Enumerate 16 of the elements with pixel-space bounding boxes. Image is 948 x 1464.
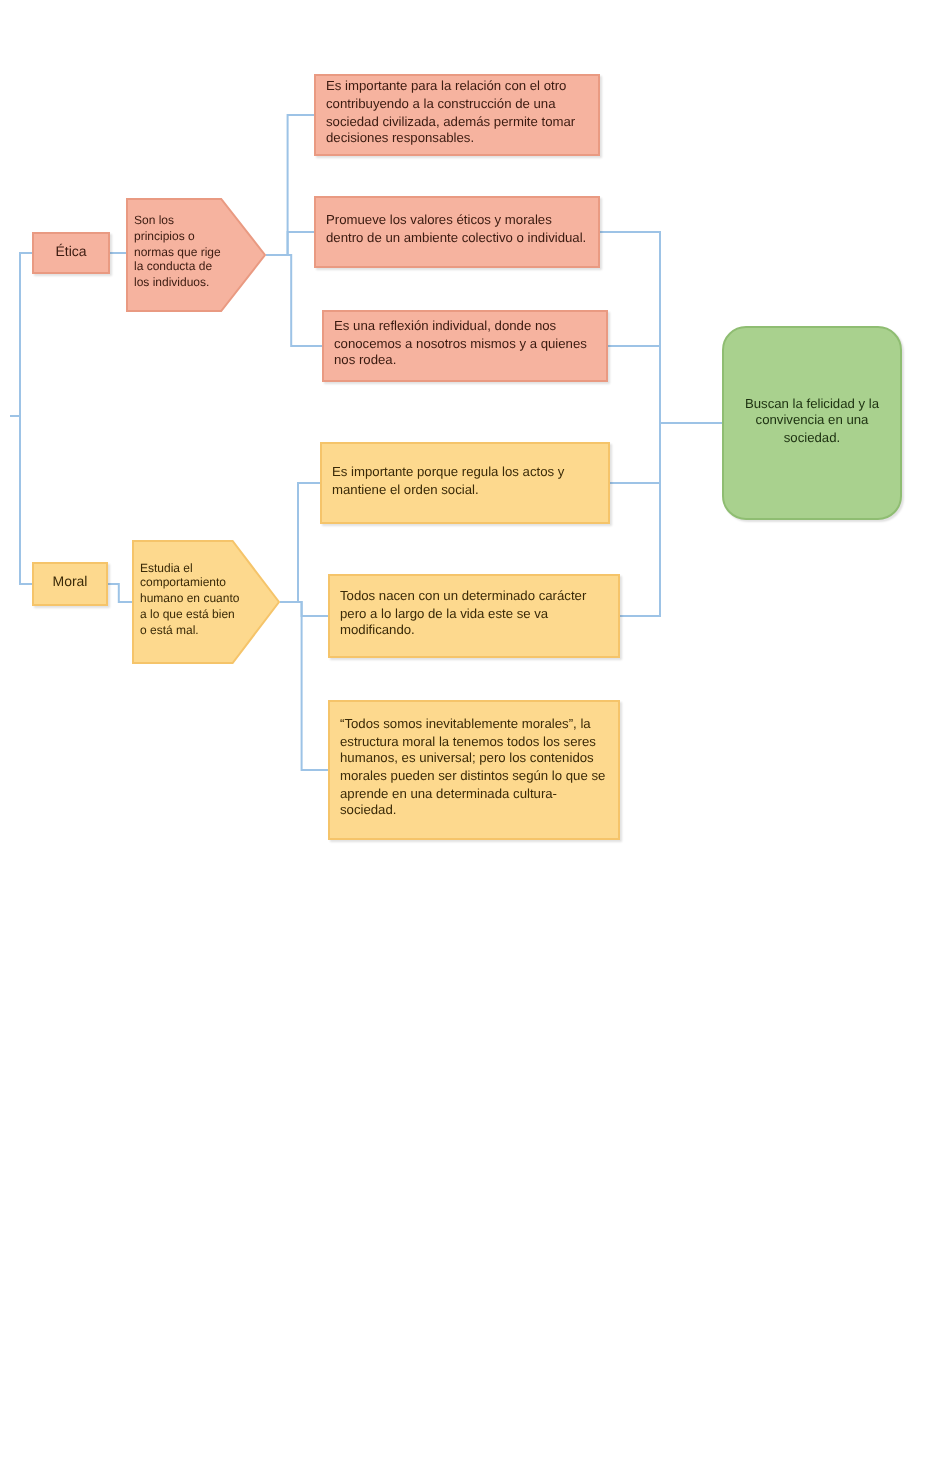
concept-box [328,700,620,840]
connector-line [107,583,133,603]
concept-box [322,310,608,382]
connector-line [619,422,723,617]
connector-line [9,415,33,585]
concept-box [314,196,600,268]
concept-box [314,74,600,156]
concept-box [320,442,610,524]
concept-box [328,574,620,658]
concept-box [32,562,108,606]
connector-line [265,254,323,347]
pentagon-arrow-shape [126,198,266,312]
rounded-box [722,326,902,520]
concept-box [32,232,110,274]
pentagon-arrow-shape [132,540,280,664]
connector-line [109,252,127,254]
